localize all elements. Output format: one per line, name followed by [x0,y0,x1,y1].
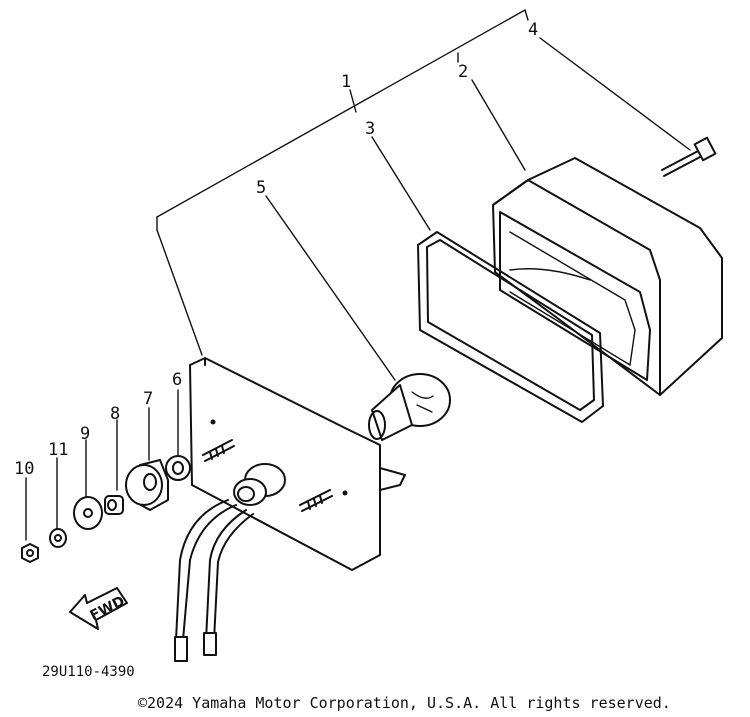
callout-10: 10 [14,459,34,479]
callout-6: 6 [172,370,182,390]
callout-5: 5 [256,178,266,198]
callout-numbers: 1 2 3 4 5 6 7 8 9 10 11 [14,20,538,479]
gasket [417,231,604,423]
callout-7: 7 [143,389,153,409]
leader-lines [25,9,691,541]
callout-11: 11 [48,440,68,460]
callout-9: 9 [80,424,90,444]
callout-4: 4 [528,20,538,40]
tail-light-housing [492,157,723,396]
spring-washer-11 [49,528,67,548]
callout-2: 2 [458,62,468,82]
screw [661,136,717,177]
nut-10 [21,543,39,563]
part-code: 29U110-4390 [42,664,135,680]
grommet-7 [125,459,169,511]
bulb [368,373,451,441]
callout-8: 8 [110,404,120,424]
copyright-notice: ©2024 Yamaha Motor Corporation, U.S.A. A… [138,694,671,712]
lens-plate [174,357,406,662]
collar-8 [104,495,124,515]
callout-3: 3 [365,119,375,139]
washer-6 [165,455,191,481]
callout-1: 1 [341,72,351,92]
fwd-arrow: FWD [69,587,128,630]
washer-9 [73,496,103,530]
